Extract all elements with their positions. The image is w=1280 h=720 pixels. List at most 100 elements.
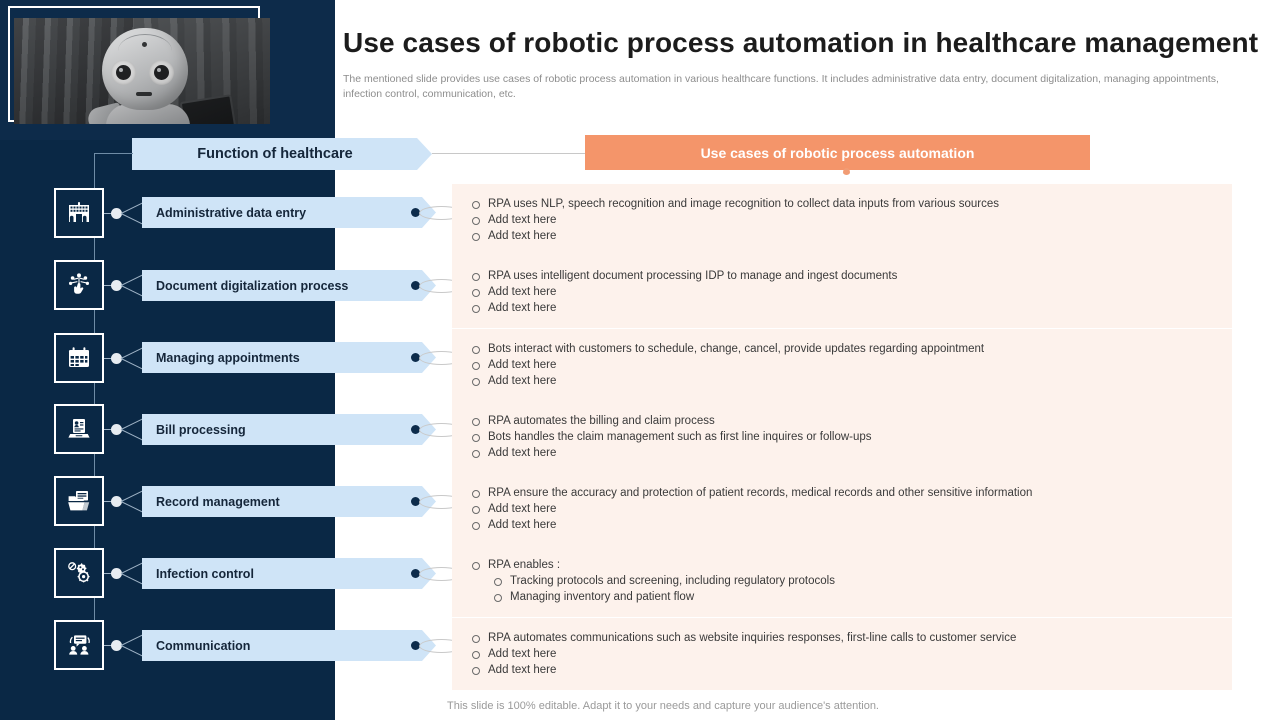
usecase-bullet: Tracking protocols and screening, includ… [452, 573, 1232, 589]
icon-box-administrative-data-entry[interactable] [54, 188, 104, 238]
spine-branch [94, 153, 133, 154]
pill-connector-dot [411, 425, 420, 434]
usecase-list: RPA enables :Tracking protocols and scre… [452, 557, 1232, 605]
folder-records-icon [66, 488, 92, 514]
function-pill[interactable]: Infection control [142, 558, 436, 589]
virus-block-icon [66, 560, 92, 586]
function-pill-label: Administrative data entry [156, 205, 307, 220]
usecase-list: RPA automates the billing and claim proc… [452, 413, 1232, 461]
photo-vignette [14, 18, 270, 124]
usecase-panel: RPA ensure the accuracy and protection o… [452, 473, 1232, 545]
icon-box-infection-control[interactable] [54, 548, 104, 598]
function-pill-label: Infection control [156, 566, 254, 581]
robot-forehead-sensor [142, 42, 147, 47]
usecase-bullet: Add text here [452, 284, 1232, 300]
usecase-panel: RPA automates the billing and claim proc… [452, 401, 1232, 473]
robot-eye-glint-right [157, 68, 161, 72]
node-dot [111, 496, 122, 507]
function-pill[interactable]: Managing appointments [142, 342, 436, 373]
pill-connector-dot [411, 281, 420, 290]
node-dot [111, 280, 122, 291]
page-subtitle: The mentioned slide provides use cases o… [343, 73, 1219, 100]
hospital-building-icon [66, 200, 92, 226]
usecase-bullet: Add text here [452, 300, 1232, 316]
robot-photo [14, 18, 270, 124]
usecase-bullet: Add text here [452, 662, 1232, 678]
robot-head-seam [118, 34, 172, 51]
usecase-bullet: RPA automates communications such as web… [452, 630, 1232, 646]
usecase-panel: RPA automates communications such as web… [452, 618, 1232, 690]
icon-box-communication[interactable] [54, 620, 104, 670]
pill-connector-dot [411, 641, 420, 650]
function-pill[interactable]: Document digitalization process [142, 270, 436, 301]
usecase-panel: Bots interact with customers to schedule… [452, 329, 1232, 401]
node-stem [104, 573, 113, 574]
usecase-bullet: RPA uses intelligent document processing… [452, 268, 1232, 284]
usecase-bullet: Add text here [452, 373, 1232, 389]
node-dot [111, 208, 122, 219]
pill-connector-dot [411, 353, 420, 362]
usecase-panel: RPA uses NLP, speech recognition and ima… [452, 184, 1232, 256]
function-pill[interactable]: Bill processing [142, 414, 436, 445]
column-header-function-label: Function of healthcare [197, 146, 353, 162]
node-dot [111, 640, 122, 651]
laptop-invoice-icon [66, 416, 92, 442]
column-header-usecases: Use cases of robotic process automation [585, 135, 1090, 170]
icon-box-record-management[interactable] [54, 476, 104, 526]
digital-hand-icon [66, 272, 92, 298]
node-stem [104, 285, 113, 286]
usecase-bullet: Add text here [452, 501, 1232, 517]
node-stem [104, 213, 113, 214]
footer-note: This slide is 100% editable. Adapt it to… [0, 700, 1280, 712]
node-dot [111, 424, 122, 435]
column-header-usecases-label: Use cases of robotic process automation [700, 144, 975, 161]
function-pill[interactable]: Communication [142, 630, 436, 661]
chat-users-icon [66, 632, 92, 658]
pill-connector-dot [411, 208, 420, 217]
usecase-bullet: Bots interact with customers to schedule… [452, 341, 1232, 357]
icon-box-managing-appointments[interactable] [54, 333, 104, 383]
function-pill-label: Document digitalization process [156, 278, 349, 293]
header-connector-line [432, 153, 585, 154]
column-header-function: Function of healthcare [132, 138, 432, 170]
usecase-bullet: RPA enables : [452, 557, 1232, 573]
pill-connector-dot [411, 497, 420, 506]
usecase-list: RPA uses NLP, speech recognition and ima… [452, 196, 1232, 244]
usecase-list: RPA automates communications such as web… [452, 630, 1232, 678]
usecase-bullet: Add text here [452, 517, 1232, 533]
usecase-bullet: Managing inventory and patient flow [452, 589, 1232, 605]
page-title: Use cases of robotic process automation … [343, 27, 1259, 58]
usecase-bullet: RPA automates the billing and claim proc… [452, 413, 1232, 429]
header-accent-drop [843, 168, 850, 175]
node-stem [104, 645, 113, 646]
function-pill[interactable]: Record management [142, 486, 436, 517]
calendar-icon [66, 345, 92, 371]
robot-mouth [136, 92, 152, 96]
node-dot [111, 353, 122, 364]
usecase-bullet: Add text here [452, 228, 1232, 244]
usecase-panel: RPA enables :Tracking protocols and scre… [452, 545, 1232, 617]
usecase-bullet: RPA ensure the accuracy and protection o… [452, 485, 1232, 501]
robot-eye-glint-left [119, 68, 123, 72]
node-stem [104, 501, 113, 502]
usecase-bullet: Bots handles the claim management such a… [452, 429, 1232, 445]
usecase-list: RPA uses intelligent document processing… [452, 268, 1232, 316]
robot-body [106, 104, 190, 124]
usecase-bullet: Add text here [452, 445, 1232, 461]
usecase-panel: RPA uses intelligent document processing… [452, 256, 1232, 328]
node-stem [104, 358, 113, 359]
usecase-list: RPA ensure the accuracy and protection o… [452, 485, 1232, 533]
function-pill-label: Bill processing [156, 422, 246, 437]
usecase-list: Bots interact with customers to schedule… [452, 341, 1232, 389]
usecase-bullet: Add text here [452, 357, 1232, 373]
usecase-bullet: Add text here [452, 646, 1232, 662]
pill-connector-dot [411, 569, 420, 578]
usecase-bullet: RPA uses NLP, speech recognition and ima… [452, 196, 1232, 212]
footer-note-text: This slide is 100% editable. Adapt it to… [447, 700, 879, 712]
node-stem [104, 429, 113, 430]
icon-box-bill-processing[interactable] [54, 404, 104, 454]
icon-box-document-digitalization-process[interactable] [54, 260, 104, 310]
usecase-bullet: Add text here [452, 212, 1232, 228]
function-pill[interactable]: Administrative data entry [142, 197, 436, 228]
